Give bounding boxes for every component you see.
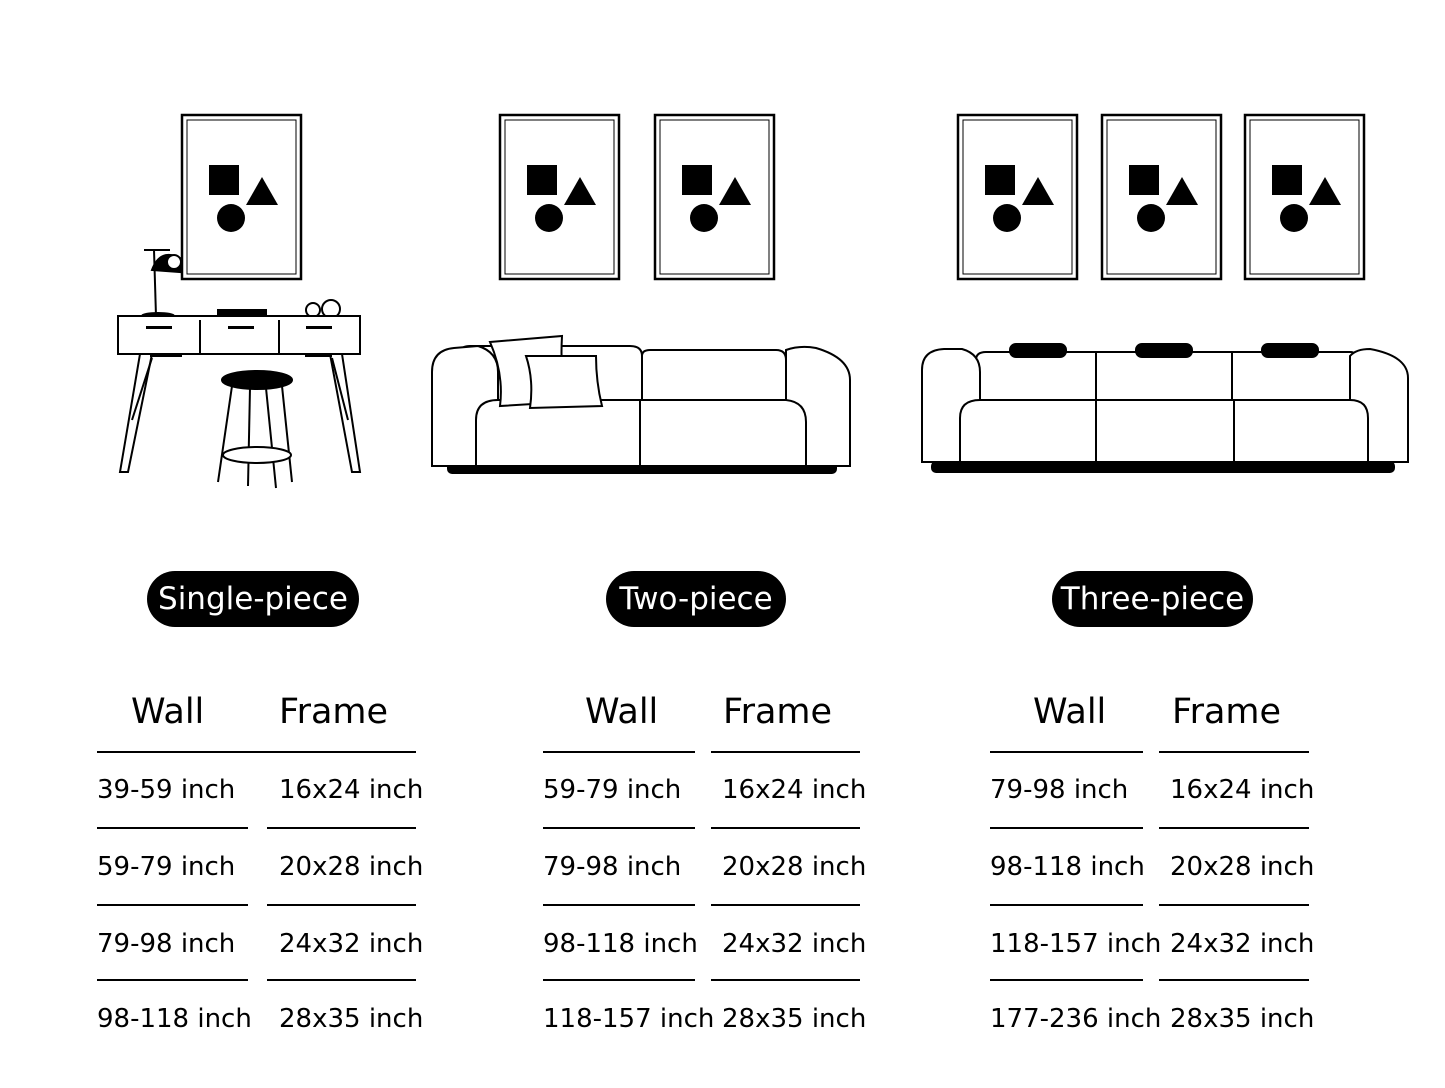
two-poster-art-1: [498, 113, 621, 281]
header-divider: [711, 751, 860, 753]
three-poster-art-2: [1100, 113, 1223, 281]
header-divider: [1159, 751, 1309, 753]
wall-header: Wall: [585, 692, 659, 732]
row-divider: [543, 979, 695, 981]
frame-size-cell: 20x28 inch: [279, 852, 424, 882]
frame-header: Frame: [1172, 692, 1282, 732]
header-divider: [97, 751, 416, 753]
three-piece-scene: [921, 113, 1409, 473]
single-piece-label: Single-piece: [147, 571, 359, 627]
single-poster-art: [180, 113, 303, 281]
frame-size-cell: 24x32 inch: [1170, 929, 1315, 959]
two-piece-scene: [431, 113, 851, 474]
two-piece-label: Two-piece: [606, 571, 786, 627]
row-divider: [990, 979, 1143, 981]
row-divider: [97, 827, 248, 829]
frame-size-cell: 16x24 inch: [1170, 775, 1315, 805]
single-piece-scene: [117, 113, 362, 489]
three-poster-art-1: [956, 113, 1079, 281]
row-divider: [990, 827, 1143, 829]
two-poster-art-2: [653, 113, 776, 281]
three-piece-label: Three-piece: [1052, 571, 1253, 627]
frame-size-cell: 28x35 inch: [722, 1004, 867, 1034]
wall-size-cell: 79-98 inch: [543, 852, 682, 882]
row-divider: [543, 827, 695, 829]
frame-size-cell: 16x24 inch: [279, 775, 424, 805]
frame-header: Frame: [723, 692, 833, 732]
header-divider: [990, 751, 1143, 753]
wall-size-cell: 98-118 inch: [990, 852, 1145, 882]
row-divider: [97, 904, 248, 906]
desk-lamp: [141, 249, 182, 320]
row-divider: [543, 904, 695, 906]
wall-header: Wall: [131, 692, 205, 732]
frame-size-cell: 24x32 inch: [279, 929, 424, 959]
three-poster-art-3: [1243, 113, 1366, 281]
row-divider: [267, 904, 416, 906]
wall-size-cell: 59-79 inch: [97, 852, 236, 882]
wall-size-cell: 98-118 inch: [97, 1004, 252, 1034]
row-divider: [990, 904, 1143, 906]
stool: [217, 370, 293, 489]
three-seat-sofa: [921, 343, 1409, 473]
frame-size-cell: 24x32 inch: [722, 929, 867, 959]
desk: [117, 299, 362, 473]
frame-size-cell: 16x24 inch: [722, 775, 867, 805]
row-divider: [267, 979, 416, 981]
row-divider: [1159, 904, 1309, 906]
room-illustrations: [117, 113, 1409, 489]
wall-size-cell: 79-98 inch: [990, 775, 1129, 805]
wall-size-cell: 98-118 inch: [543, 929, 698, 959]
frame-size-cell: 20x28 inch: [722, 852, 867, 882]
wall-size-cell: 39-59 inch: [97, 775, 236, 805]
row-divider: [267, 827, 416, 829]
wall-size-cell: 79-98 inch: [97, 929, 236, 959]
wall-size-cell: 118-157 inch: [543, 1004, 715, 1034]
row-divider: [1159, 979, 1309, 981]
row-divider: [1159, 827, 1309, 829]
wall-size-cell: 118-157 inch: [990, 929, 1162, 959]
two-seat-sofa: [431, 334, 851, 474]
wall-size-cell: 59-79 inch: [543, 775, 682, 805]
frame-size-cell: 20x28 inch: [1170, 852, 1315, 882]
header-divider: [543, 751, 695, 753]
frame-header: Frame: [279, 692, 389, 732]
frame-size-cell: 28x35 inch: [279, 1004, 424, 1034]
wall-header: Wall: [1033, 692, 1107, 732]
row-divider: [711, 979, 860, 981]
row-divider: [711, 904, 860, 906]
row-divider: [711, 827, 860, 829]
frame-size-cell: 28x35 inch: [1170, 1004, 1315, 1034]
row-divider: [97, 979, 248, 981]
wall-size-cell: 177-236 inch: [990, 1004, 1162, 1034]
